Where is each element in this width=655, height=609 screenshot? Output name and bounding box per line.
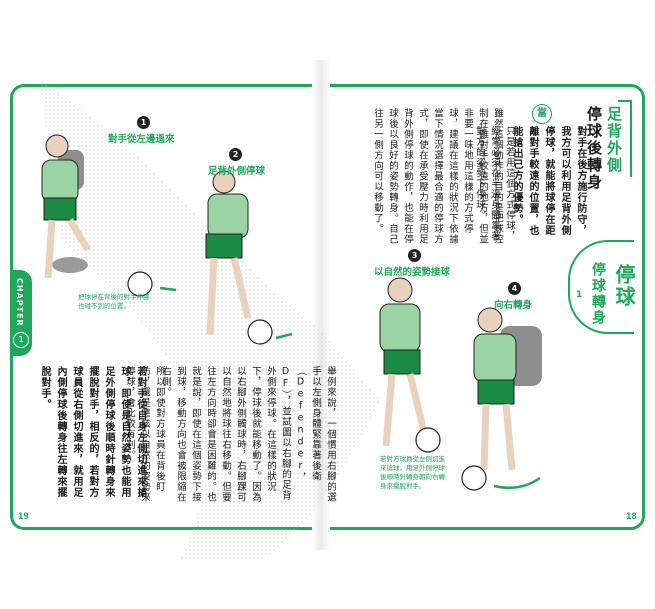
right-page-frame — [330, 84, 645, 530]
step-2-number: 2 — [229, 148, 242, 161]
chapter-bracket — [568, 240, 634, 334]
chapter-tab: CHAPTER 1 — [10, 270, 32, 356]
step-3-label: 以自然的姿勢接球 — [374, 267, 451, 278]
chapter-label: CHAPTER — [15, 278, 24, 327]
page-number-right: 18 — [626, 512, 637, 522]
step-3-number: 3 — [408, 249, 421, 262]
chapter-title-line2: 停球轉身 — [590, 262, 606, 326]
chapter-title-line1: 停球 — [612, 264, 636, 308]
caption-right: 若對方球員從左側切進來搶球，用足外側停球後順時針轉身朝向右轉身來擺脫對手。 — [380, 455, 445, 490]
player-figure-2 — [127, 170, 293, 345]
page-number-left: 19 — [18, 512, 29, 522]
step-2-label: 足背外側停球 — [208, 166, 266, 177]
paragraph-2: 雖然這個動作的目的是把球控制在離對手較遠的地方，但並非要一味地用這樣的方式停球，… — [372, 108, 503, 245]
step-1-label: 對手從左邊過來 — [108, 134, 175, 145]
chapter-title-number: 1 — [576, 290, 583, 300]
title-bracket — [618, 100, 632, 177]
chapter-tab-number: 1 — [13, 332, 29, 348]
paragraph-3: 舉例來說，一個慣用右腳的選手以左側身體緊靠著後衛（Defender，DF），並試… — [160, 366, 336, 503]
player-figure-3 — [379, 277, 441, 453]
step-4-number: 4 — [508, 282, 521, 295]
paragraph-4: 所以即使對方球員在背後盯防，還是應該以自然的姿勢來停球，會比較有利。 — [124, 366, 165, 503]
paragraph-5-bold: 若對手從自身左側切進來搶球，即使是自然姿勢也能用足外側停球後順時針轉身來擺脫對手… — [39, 366, 146, 498]
note-marker: 當 — [532, 104, 552, 124]
section-title-line2: 停球後轉身 — [585, 106, 603, 191]
intro-bold-text: 對手在後方施行防守，我方可以利用足背外側停球，就能將球停在距離對手較遠的位置，也… — [511, 126, 586, 236]
intro-body-text: 只是若用這個方式停球，經常必須在半邊身體靠著對方的姿勢下停球。 — [474, 126, 515, 242]
section-title-line1: 足背外側 — [605, 106, 623, 174]
caption-left: 把球停在背後的對手伸腳也碰不到的位置。 — [78, 293, 150, 310]
step-1-number: 1 — [137, 116, 150, 129]
player-figure-1 — [41, 134, 92, 279]
player-figure-4 — [461, 307, 542, 491]
step-4-label: 向右轉身 — [494, 300, 533, 311]
